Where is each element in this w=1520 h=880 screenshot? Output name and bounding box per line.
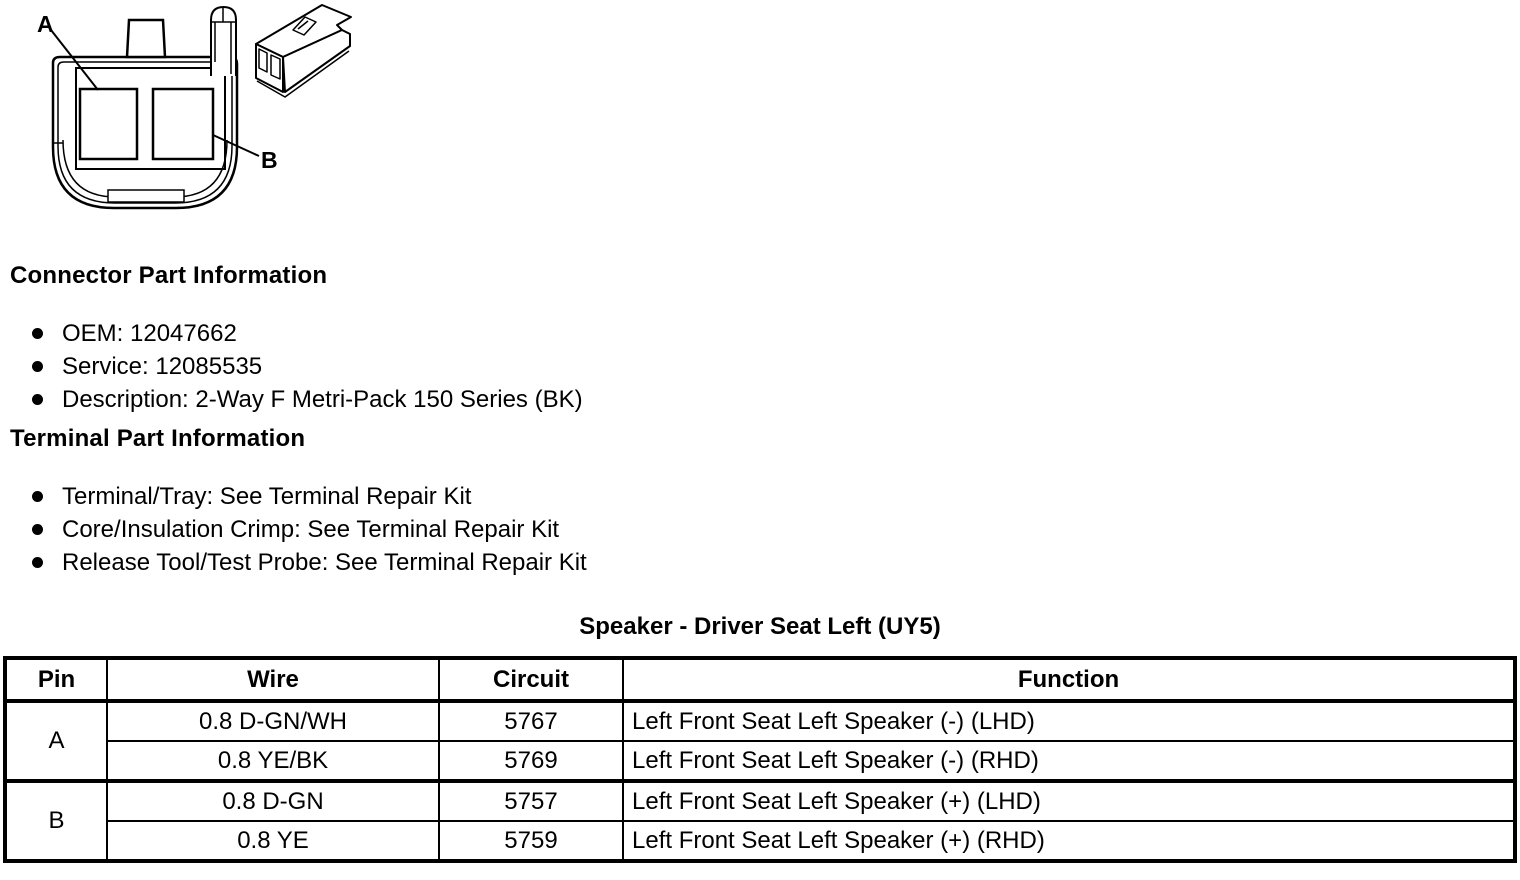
- connector-part-info-heading: Connector Part Information: [10, 262, 328, 289]
- table-row: 0.8 YE 5759 Left Front Seat Left Speaker…: [5, 820, 1516, 862]
- pin-a-label: A: [37, 11, 54, 37]
- function-cell: Left Front Seat Left Speaker (-) (RHD): [622, 740, 1516, 782]
- column-header-function: Function: [622, 657, 1516, 703]
- pin-cell: B: [4, 779, 108, 862]
- list-item-text: Release Tool/Test Probe: See Terminal Re…: [62, 549, 587, 576]
- terminal-part-info-heading: Terminal Part Information: [10, 425, 306, 452]
- bullet-icon: [32, 557, 43, 568]
- list-item: Service: 12085535: [0, 350, 583, 383]
- cavity-b: [151, 87, 215, 161]
- list-item-text: Description: 2-Way F Metri-Pack 150 Seri…: [62, 386, 583, 413]
- column-header-circuit: Circuit: [438, 657, 624, 703]
- connector-part-info-list: OEM: 12047662 Service: 12085535 Descript…: [0, 317, 583, 416]
- pin-b-label: B: [261, 147, 278, 173]
- leader-line-b: [212, 134, 260, 157]
- circuit-cell: 5767: [438, 700, 624, 742]
- list-item: Description: 2-Way F Metri-Pack 150 Seri…: [0, 383, 583, 416]
- list-item: Terminal/Tray: See Terminal Repair Kit: [0, 480, 587, 513]
- wire-cell: 0.8 YE: [106, 820, 440, 862]
- table-row: A 0.8 D-GN/WH 5767 Left Front Seat Left …: [4, 700, 1516, 782]
- list-item: Core/Insulation Crimp: See Terminal Repa…: [0, 513, 587, 546]
- table-header-row: Pin Wire Circuit Function: [4, 657, 1516, 703]
- list-item-text: Core/Insulation Crimp: See Terminal Repa…: [62, 516, 560, 543]
- bullet-icon: [32, 524, 43, 535]
- bottom-notch: [107, 189, 185, 203]
- column-header-pin: Pin: [4, 657, 108, 703]
- terminal-part-info-list: Terminal/Tray: See Terminal Repair Kit C…: [0, 480, 587, 579]
- pinout-table: Pin Wire Circuit Function A 0.8 D-GN/WH …: [3, 656, 1517, 863]
- column-header-wire: Wire: [106, 657, 440, 703]
- bullet-icon: [32, 328, 43, 339]
- list-item: OEM: 12047662: [0, 317, 583, 350]
- connector-diagram: A B: [37, 4, 352, 210]
- pin-cell: A: [4, 700, 108, 782]
- leader-line-a: [50, 29, 99, 91]
- circuit-cell: 5759: [438, 820, 624, 862]
- bullet-icon: [32, 361, 43, 372]
- table-title: Speaker - Driver Seat Left (UY5): [579, 613, 941, 640]
- table-row: B 0.8 D-GN 5757 Left Front Seat Left Spe…: [4, 779, 1516, 862]
- function-cell: Left Front Seat Left Speaker (+) (LHD): [622, 779, 1516, 822]
- list-item-text: Terminal/Tray: See Terminal Repair Kit: [62, 483, 472, 510]
- circuit-cell: 5757: [438, 779, 624, 822]
- table-row: 0.8 YE/BK 5769 Left Front Seat Left Spea…: [5, 740, 1516, 782]
- circuit-cell: 5769: [438, 740, 624, 782]
- cavity-a: [78, 87, 139, 161]
- list-item-text: Service: 12085535: [62, 353, 263, 380]
- function-cell: Left Front Seat Left Speaker (-) (LHD): [622, 700, 1516, 742]
- connector-iso-view: [255, 4, 352, 98]
- connector-body-outline: [51, 55, 239, 210]
- wire-cell: 0.8 YE/BK: [106, 740, 440, 782]
- wire-cell: 0.8 D-GN/WH: [106, 700, 440, 742]
- iso-lock-tab: [292, 16, 317, 36]
- lock-tab: [125, 18, 167, 59]
- function-cell: Left Front Seat Left Speaker (+) (RHD): [622, 820, 1516, 862]
- wire-cell: 0.8 D-GN: [106, 779, 440, 822]
- bullet-icon: [32, 491, 43, 502]
- list-item: Release Tool/Test Probe: See Terminal Re…: [0, 546, 587, 579]
- connector-face: [75, 67, 226, 170]
- bullet-icon: [32, 394, 43, 405]
- list-item-text: OEM: 12047662: [62, 320, 237, 347]
